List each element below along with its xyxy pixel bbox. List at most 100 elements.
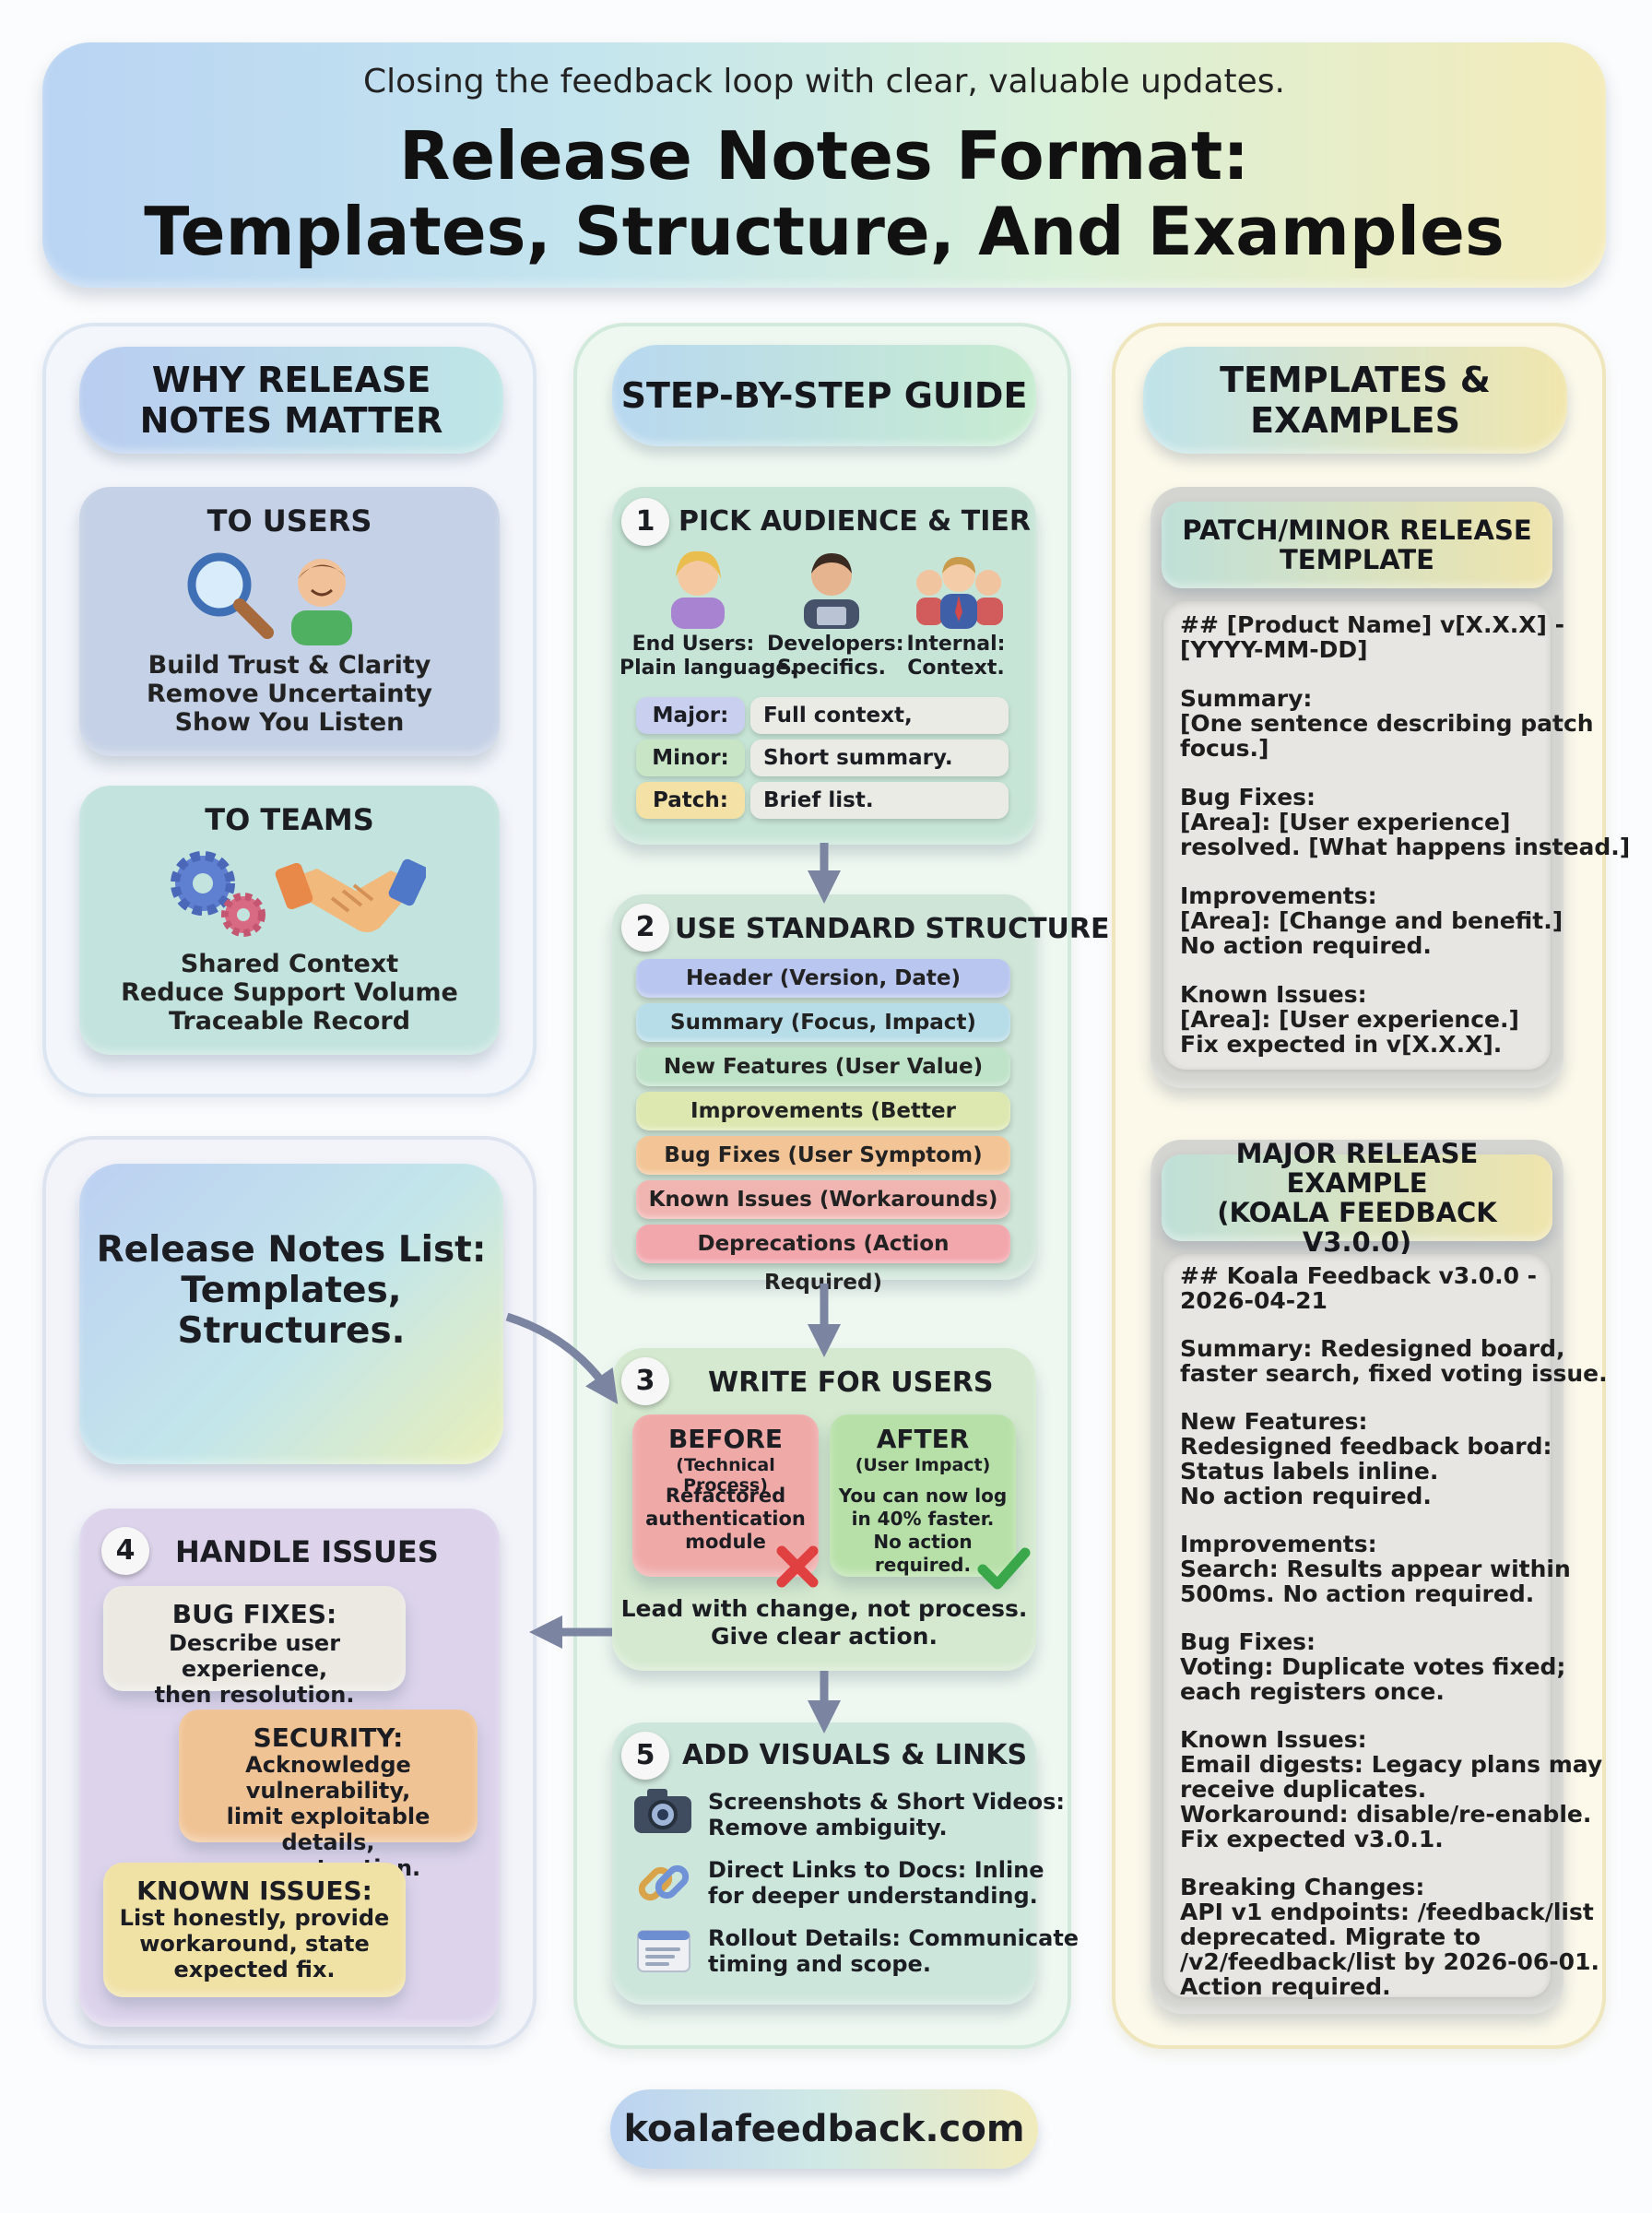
persona-internal: Internal: Context. [896, 633, 1016, 680]
handle-issues-title: HANDLE ISSUES [175, 1534, 439, 1569]
visual-row-line: timing and scope. [708, 1951, 931, 1977]
doc-line: Known Issues: [1180, 1726, 1367, 1753]
visual-row-links: Direct Links to Docs: Inline for deeper … [708, 1857, 1044, 1909]
persona-end-users: End Users: Plain language. [620, 633, 797, 680]
camera-icon [634, 1789, 691, 1833]
audience-icons [671, 550, 1003, 629]
doc-line: focus.] [1180, 735, 1269, 762]
doc-line: New Features: [1180, 1408, 1368, 1435]
header-subtitle: Closing the feedback loop with clear, va… [363, 63, 1285, 101]
guide-title-pill: STEP-BY-STEP GUIDE [612, 345, 1036, 446]
after-title: AFTER [876, 1424, 970, 1454]
tier-major-desc: Full context, migration. [750, 697, 1009, 764]
visual-row-line: Direct Links to Docs: Inline [708, 1857, 1044, 1883]
known-issues-line: expected fix. [173, 1957, 336, 1982]
to-teams-title: TO TEAMS [205, 802, 374, 837]
internal-team-icon [916, 557, 1003, 629]
to-teams-icons [171, 851, 426, 937]
doc-line: 2026-04-21 [1180, 1287, 1328, 1314]
persona-developers: Developers: Specifics. [767, 633, 904, 680]
after-line: No action required. [873, 1531, 973, 1576]
footer-url[interactable]: koalafeedback.com [610, 2089, 1038, 2169]
doc-line: Action required. [1180, 1973, 1391, 2000]
doc-line: API v1 endpoints: /feedback/list [1180, 1899, 1594, 1925]
doc-line: Improvements: [1180, 882, 1377, 909]
gears-icon [171, 851, 266, 937]
step-5-title: ADD VISUALS & LINKS [682, 1739, 1028, 1771]
doc-line: ## Koala Feedback v3.0.0 - [1180, 1262, 1538, 1289]
page-title-line-2: Templates, Structure, And Examples [144, 193, 1504, 270]
patch-template-doc: ## [Product Name] v[X.X.X] -[YYYY-MM-DD]… [1163, 601, 1630, 1070]
structure-header: Header (Version, Date) [636, 959, 1010, 998]
doc-line: [Area]: [User experience] [1180, 809, 1511, 835]
doc-line: Email digests: Legacy plans may [1180, 1751, 1603, 1778]
patch-template-title: PATCH/MINOR RELEASE TEMPLATE [1182, 515, 1532, 575]
link-icon [638, 1864, 690, 1901]
release-notes-list-card: Release Notes List: Templates, Structure… [79, 1164, 503, 1464]
security-note: SECURITY: Acknowledge vulnerability, lim… [179, 1710, 478, 1881]
step-3-footer-line: Lead with change, not process. [620, 1595, 1028, 1622]
to-users-line: Remove Uncertainty [147, 680, 432, 708]
tier-minor-desc: Short summary. [750, 740, 1009, 776]
major-example-title: MAJOR RELEASE EXAMPLE (KOALA FEEDBACK V3… [1217, 1138, 1497, 1258]
doc-line: Bug Fixes: [1180, 784, 1316, 811]
magnifier-icon [187, 552, 274, 639]
known-issues-line: List honestly, provide [119, 1905, 390, 1931]
doc-line: Status labels inline. [1180, 1458, 1439, 1485]
doc-line: Improvements: [1180, 1531, 1377, 1557]
doc-line: [YYYY-MM-DD] [1180, 636, 1368, 663]
major-example-title-pill: MAJOR RELEASE EXAMPLE (KOALA FEEDBACK V3… [1162, 1139, 1552, 1257]
doc-line: Redesigned feedback board: [1180, 1433, 1552, 1460]
step-3-number: 3 [621, 1357, 669, 1405]
visual-row-line: Screenshots & Short Videos: [708, 1789, 1065, 1815]
list-card-line: Release Notes List: [96, 1229, 487, 1271]
end-user-icon [671, 550, 725, 629]
before-subtitle: (Technical Process) [676, 1455, 775, 1496]
step-2-number: 2 [621, 904, 669, 952]
step-5-number: 5 [621, 1732, 669, 1780]
known-issues-title: KNOWN ISSUES: [136, 1876, 372, 1906]
cross-icon [776, 1545, 819, 1588]
doc-line: No action required. [1180, 1483, 1432, 1509]
handle-issues-card: 4 HANDLE ISSUES BUG FIXES: Describe user… [79, 1509, 500, 2027]
before-text: Refactored authentication module [632, 1485, 819, 1554]
to-users-line: Show You Listen [174, 708, 405, 737]
after-card: AFTER (User Impact) You can now log in 4… [830, 1414, 1016, 1577]
doc-line: Fix expected in v[X.X.X]. [1180, 1031, 1503, 1058]
security-line: Acknowledge vulnerability, [245, 1752, 411, 1804]
structure-deprecations: Deprecations (Action Required) [636, 1225, 1010, 1295]
before-line: authentication [645, 1508, 806, 1530]
doc-line: Known Issues: [1180, 981, 1367, 1008]
page-title-line-1: Release Notes Format: [398, 117, 1250, 195]
smiling-person-icon [291, 559, 352, 645]
to-teams-line: Traceable Record [168, 1007, 411, 1035]
after-line: You can now log [838, 1485, 1008, 1507]
before-line: module [685, 1531, 766, 1553]
visual-row-line: for deeper understanding. [708, 1883, 1038, 1909]
doc-line: Voting: Duplicate votes fixed; [1180, 1653, 1566, 1680]
doc-line: Search: Results appear within [1180, 1556, 1571, 1582]
to-users-icons [187, 552, 352, 645]
handshake-icon [275, 858, 426, 932]
before-title: BEFORE [667, 1424, 784, 1454]
known-issues-line: workaround, state [139, 1931, 370, 1957]
to-teams-line: Shared Context [180, 950, 399, 978]
structure-summary: Summary (Focus, Impact) [636, 1003, 1010, 1042]
bug-fixes-line: then resolution. [154, 1682, 355, 1708]
templates-title: TEMPLATES & EXAMPLES [1220, 360, 1491, 441]
bug-fixes-text: Describe user experience, then resolutio… [103, 1630, 406, 1708]
known-issues-note: KNOWN ISSUES: List honestly, provide wor… [103, 1863, 406, 1997]
doc-line: [Area]: [User experience.] [1180, 1006, 1519, 1033]
tier-patch-label: Patch: [636, 782, 745, 819]
doc-line: resolved. [What happens instead.] [1180, 834, 1631, 860]
visual-row-line: Remove ambiguity. [708, 1815, 948, 1840]
document-icon [637, 1930, 690, 1972]
persona-label: Developers: [767, 633, 904, 656]
doc-line: ## [Product Name] v[X.X.X] - [1180, 611, 1564, 638]
doc-line: Fix expected v3.0.1. [1180, 1826, 1444, 1852]
templates-title-pill: TEMPLATES & EXAMPLES [1143, 347, 1567, 454]
security-text: Acknowledge vulnerability, limit exploit… [179, 1752, 478, 1881]
doc-line: Bug Fixes: [1180, 1628, 1316, 1655]
step-1-title: PICK AUDIENCE & TIER [678, 505, 1031, 538]
to-users-text: Build Trust & Clarity Remove Uncertainty… [79, 651, 500, 737]
